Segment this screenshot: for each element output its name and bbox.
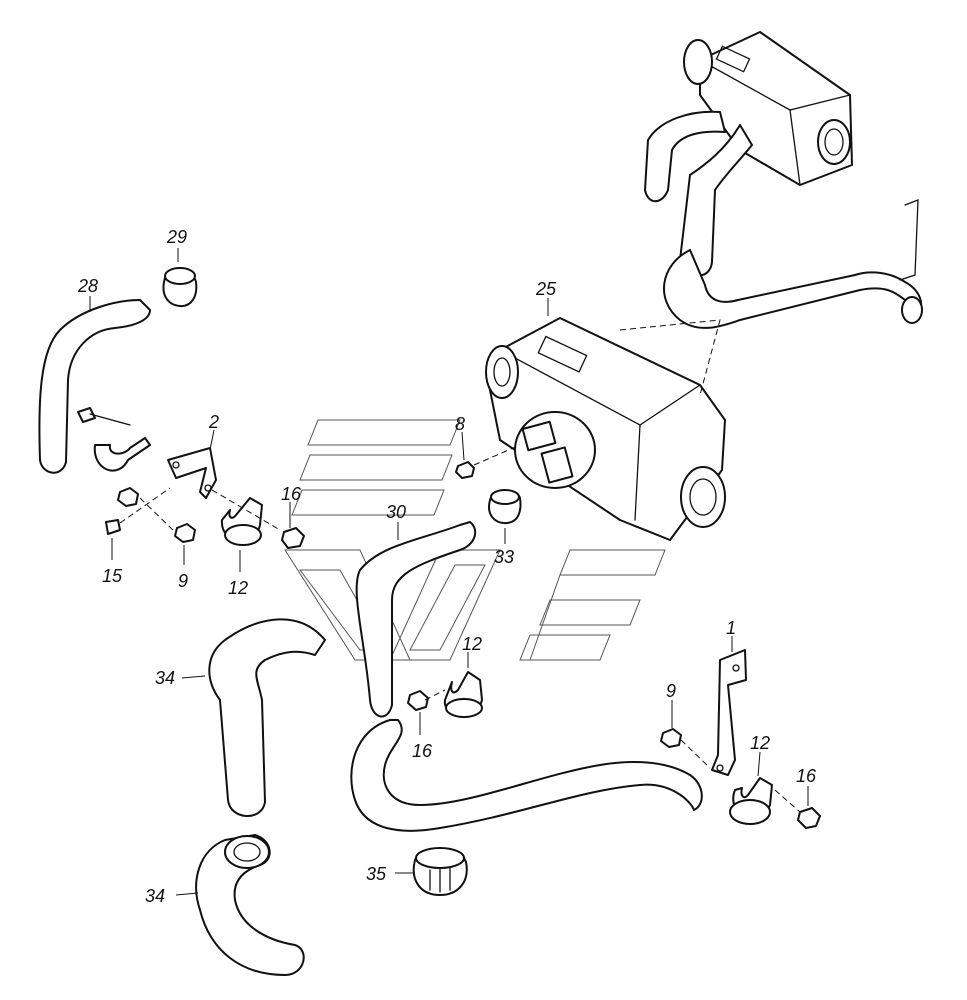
- callout-25: 25: [535, 279, 557, 299]
- callout-2: 2: [208, 412, 219, 432]
- hose-lower-loop: [350, 719, 703, 832]
- sleeve-29: [162, 267, 198, 308]
- callout-16-middle: 16: [412, 741, 433, 761]
- hose-34-upper: [208, 618, 326, 817]
- callout-15: 15: [102, 566, 123, 586]
- callout-35: 35: [366, 864, 387, 884]
- callout-28: 28: [77, 276, 98, 296]
- callout-16-left: 16: [281, 484, 302, 504]
- callout-33: 33: [494, 547, 514, 567]
- hose-34-lower: [195, 834, 305, 976]
- callout-9-right: 9: [666, 681, 676, 701]
- leader-lines: [89, 248, 809, 896]
- clamp-12-left: [220, 497, 263, 546]
- callout-1: 1: [726, 618, 736, 638]
- callout-12-right: 12: [750, 733, 770, 753]
- callout-9-left: 9: [178, 571, 188, 591]
- bracket-2: [77, 407, 217, 499]
- callout-8: 8: [455, 414, 465, 434]
- fasteners: [105, 444, 821, 829]
- sleeve-35: [412, 847, 468, 896]
- clamp-12-right: [729, 777, 773, 825]
- callout-12-middle: 12: [462, 634, 482, 654]
- callout-30: 30: [386, 502, 406, 522]
- heater-25: [485, 317, 726, 541]
- callout-16-right: 16: [796, 766, 817, 786]
- callout-34-upper: 34: [155, 668, 175, 688]
- sleeve-33: [488, 489, 522, 525]
- callout-29: 29: [166, 227, 187, 247]
- callout-12-left: 12: [228, 578, 248, 598]
- bracket-1: [711, 649, 747, 776]
- hose-30: [355, 521, 477, 718]
- clamp-12-middle: [443, 671, 483, 718]
- callout-34-lower: 34: [145, 886, 165, 906]
- heater-upper: [644, 31, 923, 329]
- hose-28: [38, 299, 151, 474]
